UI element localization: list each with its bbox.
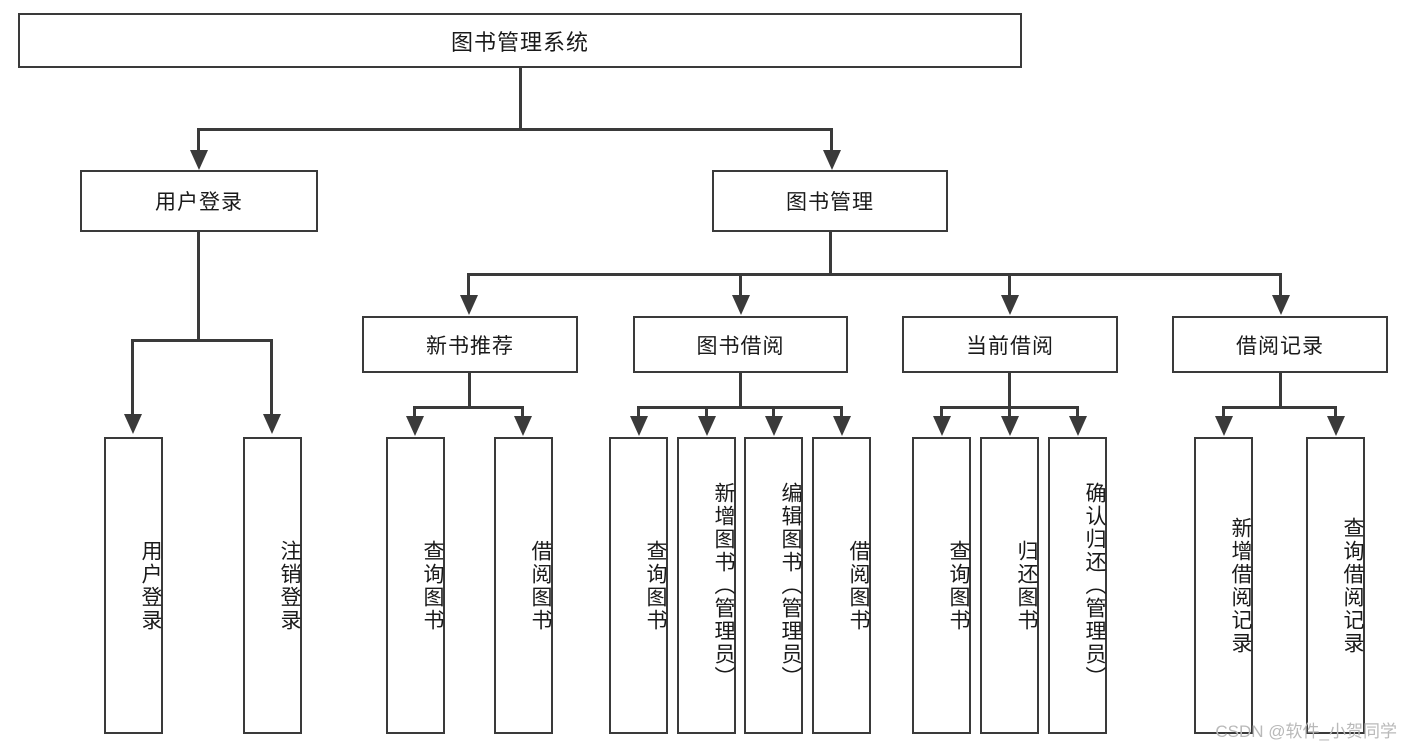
connector-borrowrecord-stem — [1279, 373, 1282, 409]
node-label: 注销登录 — [278, 539, 301, 632]
connector-bookborrow-drop-4 — [840, 406, 843, 420]
connector-bookmgmt-drop-3 — [1008, 273, 1011, 299]
node-label: 借阅记录 — [1236, 334, 1324, 358]
node-label: 新增借阅记录 — [1229, 516, 1252, 655]
arrow-down-icon — [514, 416, 532, 436]
node-new-book-recommend[interactable]: 新书推荐 — [362, 316, 578, 373]
node-label: 确认归还（管理员） — [1083, 482, 1106, 689]
connector-newbook-drop-2 — [521, 406, 524, 420]
arrow-down-icon — [823, 150, 841, 170]
connector-currentborrow-stem — [1008, 373, 1011, 409]
connector-bookmgmt-drop-2 — [739, 273, 742, 299]
connector-bookmgmt-drop-4 — [1279, 273, 1282, 299]
arrow-down-icon — [833, 416, 851, 436]
arrow-down-icon — [1272, 295, 1290, 315]
node-label: 归还图书 — [1015, 539, 1038, 632]
node-label: 当前借阅 — [966, 334, 1054, 358]
leaf-borrow-book-recommend[interactable]: 借阅图书 — [494, 437, 553, 734]
arrow-down-icon — [765, 416, 783, 436]
node-label: 编辑图书（管理员） — [779, 482, 802, 689]
arrow-down-icon — [1001, 416, 1019, 436]
connector-root-drop-right — [830, 128, 833, 154]
node-label: 新增图书（管理员） — [712, 482, 735, 689]
node-label: 图书管理 — [786, 191, 874, 214]
node-book-management[interactable]: 图书管理 — [712, 170, 948, 232]
leaf-borrow-book[interactable]: 借阅图书 — [812, 437, 871, 734]
arrow-down-icon — [732, 295, 750, 315]
node-root-book-management-system[interactable]: 图书管理系统 — [18, 13, 1022, 68]
connector-userlogin-drop-2 — [270, 339, 273, 417]
connector-userlogin-stem — [197, 232, 200, 342]
leaf-query-book-recommend[interactable]: 查询图书 — [386, 437, 445, 734]
arrow-down-icon — [190, 150, 208, 170]
connector-bookborrow-drop-3 — [772, 406, 775, 420]
arrow-down-icon — [460, 295, 478, 315]
node-label: 查询图书 — [421, 539, 444, 632]
connector-bookmgmt-drop-1 — [467, 273, 470, 299]
arrow-down-icon — [1215, 416, 1233, 436]
connector-currentborrow-drop-2 — [1008, 406, 1011, 420]
connector-bookmgmt-stem — [829, 232, 832, 276]
node-label: 查询借阅记录 — [1341, 516, 1364, 655]
connector-root-drop-left — [197, 128, 200, 154]
arrow-down-icon — [406, 416, 424, 436]
node-label: 借阅图书 — [529, 539, 552, 632]
connector-bookborrow-bar — [638, 406, 842, 409]
node-borrow-record[interactable]: 借阅记录 — [1172, 316, 1388, 373]
connector-bookborrow-stem — [739, 373, 742, 409]
arrow-down-icon — [1327, 416, 1345, 436]
arrow-down-icon — [1069, 416, 1087, 436]
leaf-confirm-return-admin[interactable]: 确认归还（管理员） — [1048, 437, 1107, 734]
connector-borrowrecord-bar — [1223, 406, 1337, 409]
leaf-return-book[interactable]: 归还图书 — [980, 437, 1039, 734]
node-label: 查询图书 — [644, 539, 667, 632]
connector-newbook-drop-1 — [413, 406, 416, 420]
connector-currentborrow-drop-3 — [1076, 406, 1079, 420]
node-user-login[interactable]: 用户登录 — [80, 170, 318, 232]
leaf-query-book-borrow[interactable]: 查询图书 — [609, 437, 668, 734]
node-label: 查询图书 — [947, 539, 970, 632]
node-book-borrow[interactable]: 图书借阅 — [633, 316, 848, 373]
leaf-add-book-admin[interactable]: 新增图书（管理员） — [677, 437, 736, 734]
connector-bookborrow-drop-2 — [705, 406, 708, 420]
connector-bookborrow-drop-1 — [637, 406, 640, 420]
connector-root-bar — [197, 128, 832, 131]
arrow-down-icon — [1001, 295, 1019, 315]
arrow-down-icon — [263, 414, 281, 434]
node-current-borrow[interactable]: 当前借阅 — [902, 316, 1118, 373]
connector-root-stem — [519, 68, 522, 130]
arrow-down-icon — [124, 414, 142, 434]
connector-bookmgmt-bar — [468, 273, 1282, 276]
leaf-query-book-current[interactable]: 查询图书 — [912, 437, 971, 734]
node-label: 借阅图书 — [847, 539, 870, 632]
leaf-user-login[interactable]: 用户登录 — [104, 437, 163, 734]
connector-userlogin-drop-1 — [131, 339, 134, 417]
arrow-down-icon — [933, 416, 951, 436]
leaf-add-borrow-record[interactable]: 新增借阅记录 — [1194, 437, 1253, 734]
node-label: 用户登录 — [139, 539, 162, 632]
node-label: 图书管理系统 — [450, 29, 589, 55]
connector-userlogin-bar — [132, 339, 272, 342]
leaf-logout-login[interactable]: 注销登录 — [243, 437, 302, 734]
node-label: 新书推荐 — [426, 334, 514, 358]
node-label: 图书借阅 — [696, 334, 785, 358]
arrow-down-icon — [630, 416, 648, 436]
connector-newbook-stem — [468, 373, 471, 409]
arrow-down-icon — [698, 416, 716, 436]
connector-borrowrecord-drop-1 — [1222, 406, 1225, 420]
connector-currentborrow-drop-1 — [940, 406, 943, 420]
node-label: 用户登录 — [155, 191, 243, 214]
leaf-query-borrow-record[interactable]: 查询借阅记录 — [1306, 437, 1365, 734]
leaf-edit-book-admin[interactable]: 编辑图书（管理员） — [744, 437, 803, 734]
connector-borrowrecord-drop-2 — [1334, 406, 1337, 420]
connector-newbook-bar — [414, 406, 524, 409]
